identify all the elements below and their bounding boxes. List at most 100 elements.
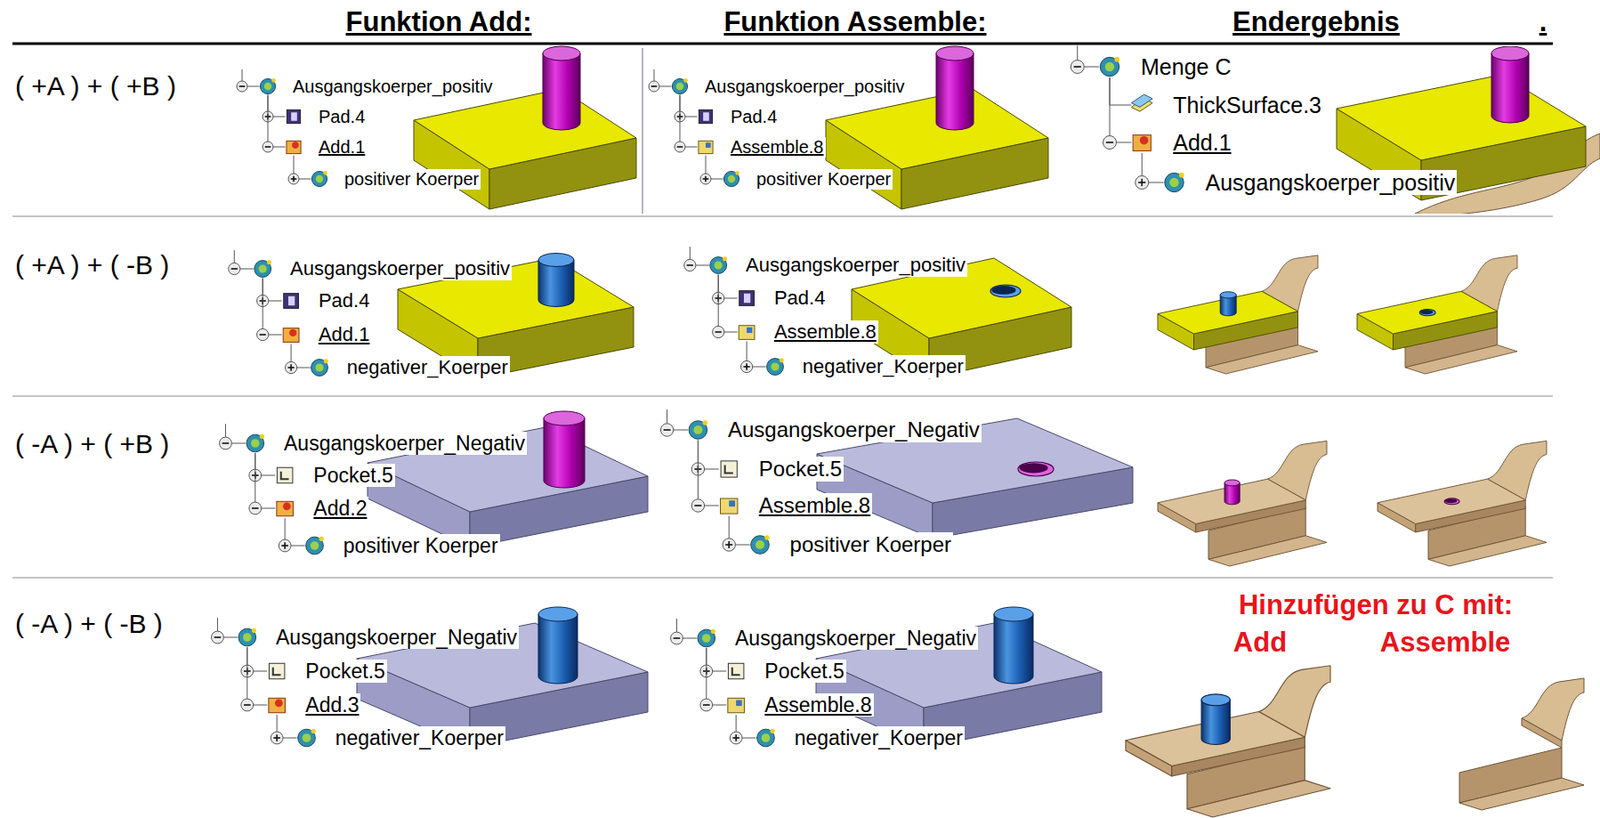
- body-icon-core: [1105, 62, 1115, 72]
- cylinder-top: [1491, 46, 1529, 61]
- hole: [1018, 461, 1054, 477]
- assemble-icon-mark: [728, 500, 736, 507]
- tree-expander: [729, 731, 743, 744]
- tree-expander: [228, 262, 241, 275]
- body-icon: [306, 536, 324, 555]
- body-icon-core: [310, 541, 320, 550]
- lower-flange-lip: [1205, 345, 1318, 374]
- tree-expander-minus: [1106, 141, 1114, 144]
- pocket-icon-mark: [725, 464, 734, 473]
- body-icon-spark: [311, 728, 316, 734]
- tree-expander-plus: [727, 541, 730, 549]
- body-icon: [259, 78, 275, 94]
- tree-item: Assemble.8: [728, 137, 826, 158]
- tree-expander: [1103, 136, 1117, 150]
- tree-line: [682, 638, 697, 639]
- tree-expander: [712, 325, 725, 338]
- tree-line: [261, 508, 276, 510]
- body-icon-spark: [1179, 172, 1185, 178]
- tree-line: [724, 298, 738, 299]
- body-icon: [311, 170, 327, 186]
- body-icon: [1099, 56, 1119, 76]
- tree-line: [253, 670, 268, 672]
- tree-line: [746, 341, 748, 362]
- tree-line: [685, 146, 698, 148]
- row-formula: ( +A ) + ( -B ): [15, 250, 170, 282]
- pocket-icon: [720, 460, 737, 477]
- row-formula: ( -A ) + ( +B ): [15, 428, 170, 461]
- tree-line: [225, 423, 227, 437]
- add-icon: [282, 328, 299, 343]
- tree-line: [223, 637, 238, 639]
- body-icon: [254, 260, 272, 278]
- tree-line: [276, 714, 278, 732]
- tree-expander-plus: [290, 363, 292, 371]
- tree-line: [261, 475, 276, 477]
- tree-line: [282, 737, 298, 739]
- pad-icon: [739, 290, 755, 307]
- lower-flange-lip: [1459, 777, 1584, 810]
- tree-line: [273, 116, 286, 118]
- cylinder-side: [542, 53, 581, 130]
- tree-line: [1109, 77, 1132, 106]
- tree-item: negativer_Koerper: [333, 726, 506, 750]
- body-icon-core: [770, 362, 779, 371]
- body-icon-spark: [251, 628, 257, 633]
- solid-face: [1377, 478, 1526, 524]
- pad-icon-face: [743, 293, 751, 303]
- tree-line: [247, 86, 260, 88]
- row-formula: ( +A ) + ( +B ): [15, 71, 177, 103]
- column-heading: Funktion Assemble:: [723, 6, 986, 39]
- tree-line: [246, 646, 248, 699]
- cylinder-side: [538, 614, 578, 684]
- tree-line: [290, 545, 306, 547]
- tree-item: Add.3: [303, 693, 361, 717]
- body-icon-spark: [319, 536, 324, 542]
- header-rule: [12, 42, 1553, 46]
- tree-expander: [1070, 60, 1084, 74]
- body-icon: [246, 434, 265, 453]
- add-icon: [276, 501, 294, 516]
- tree-line: [697, 440, 699, 500]
- tree-expander-minus: [265, 145, 272, 148]
- table-frame: [12, 43, 1553, 578]
- body-icon: [238, 628, 257, 647]
- body-icon-spark: [266, 259, 272, 265]
- tree-line: [742, 737, 757, 739]
- pad-icon-face: [288, 296, 295, 306]
- tree-expander-plus: [275, 734, 278, 742]
- note-text: Hinzufügen zu C mit:: [1238, 589, 1513, 622]
- cylinder-top: [538, 253, 574, 267]
- tree-expander: [257, 328, 269, 340]
- body-icon: [757, 728, 776, 747]
- tree-expander: [249, 501, 262, 515]
- tree-item: positiver Koerper: [342, 169, 481, 190]
- tree-item: negativer_Koerper: [345, 355, 510, 379]
- tree-item: Ausgangskoerper_positiv: [290, 76, 495, 97]
- pocket-icon: [268, 662, 284, 679]
- body-icon-spark: [711, 629, 716, 634]
- hole: [1419, 309, 1436, 316]
- tree-item: Ausgangskoerper_Negativ: [282, 431, 527, 455]
- tree-item: Add.1: [316, 323, 372, 346]
- tree-expander: [700, 698, 713, 712]
- sheet-metal-part: [1357, 255, 1518, 374]
- body-icon-spark: [323, 170, 328, 176]
- lower-flange-lip: [1428, 535, 1547, 566]
- tree-expander-minus: [231, 267, 238, 270]
- body-icon: [767, 358, 784, 376]
- tree-item: positiver Koerper: [788, 532, 954, 558]
- hole-shadow: [1019, 462, 1049, 473]
- tree-line: [268, 300, 283, 302]
- tree-line: [1141, 153, 1143, 177]
- cut-edge: [1521, 718, 1562, 748]
- tree-line: [297, 367, 311, 369]
- tree-line: [240, 268, 254, 270]
- body-icon-core: [258, 264, 267, 273]
- body-icon-spark: [770, 728, 776, 734]
- tree-expander: [288, 173, 299, 185]
- tree-expander: [236, 80, 248, 92]
- body-icon-core: [714, 260, 723, 269]
